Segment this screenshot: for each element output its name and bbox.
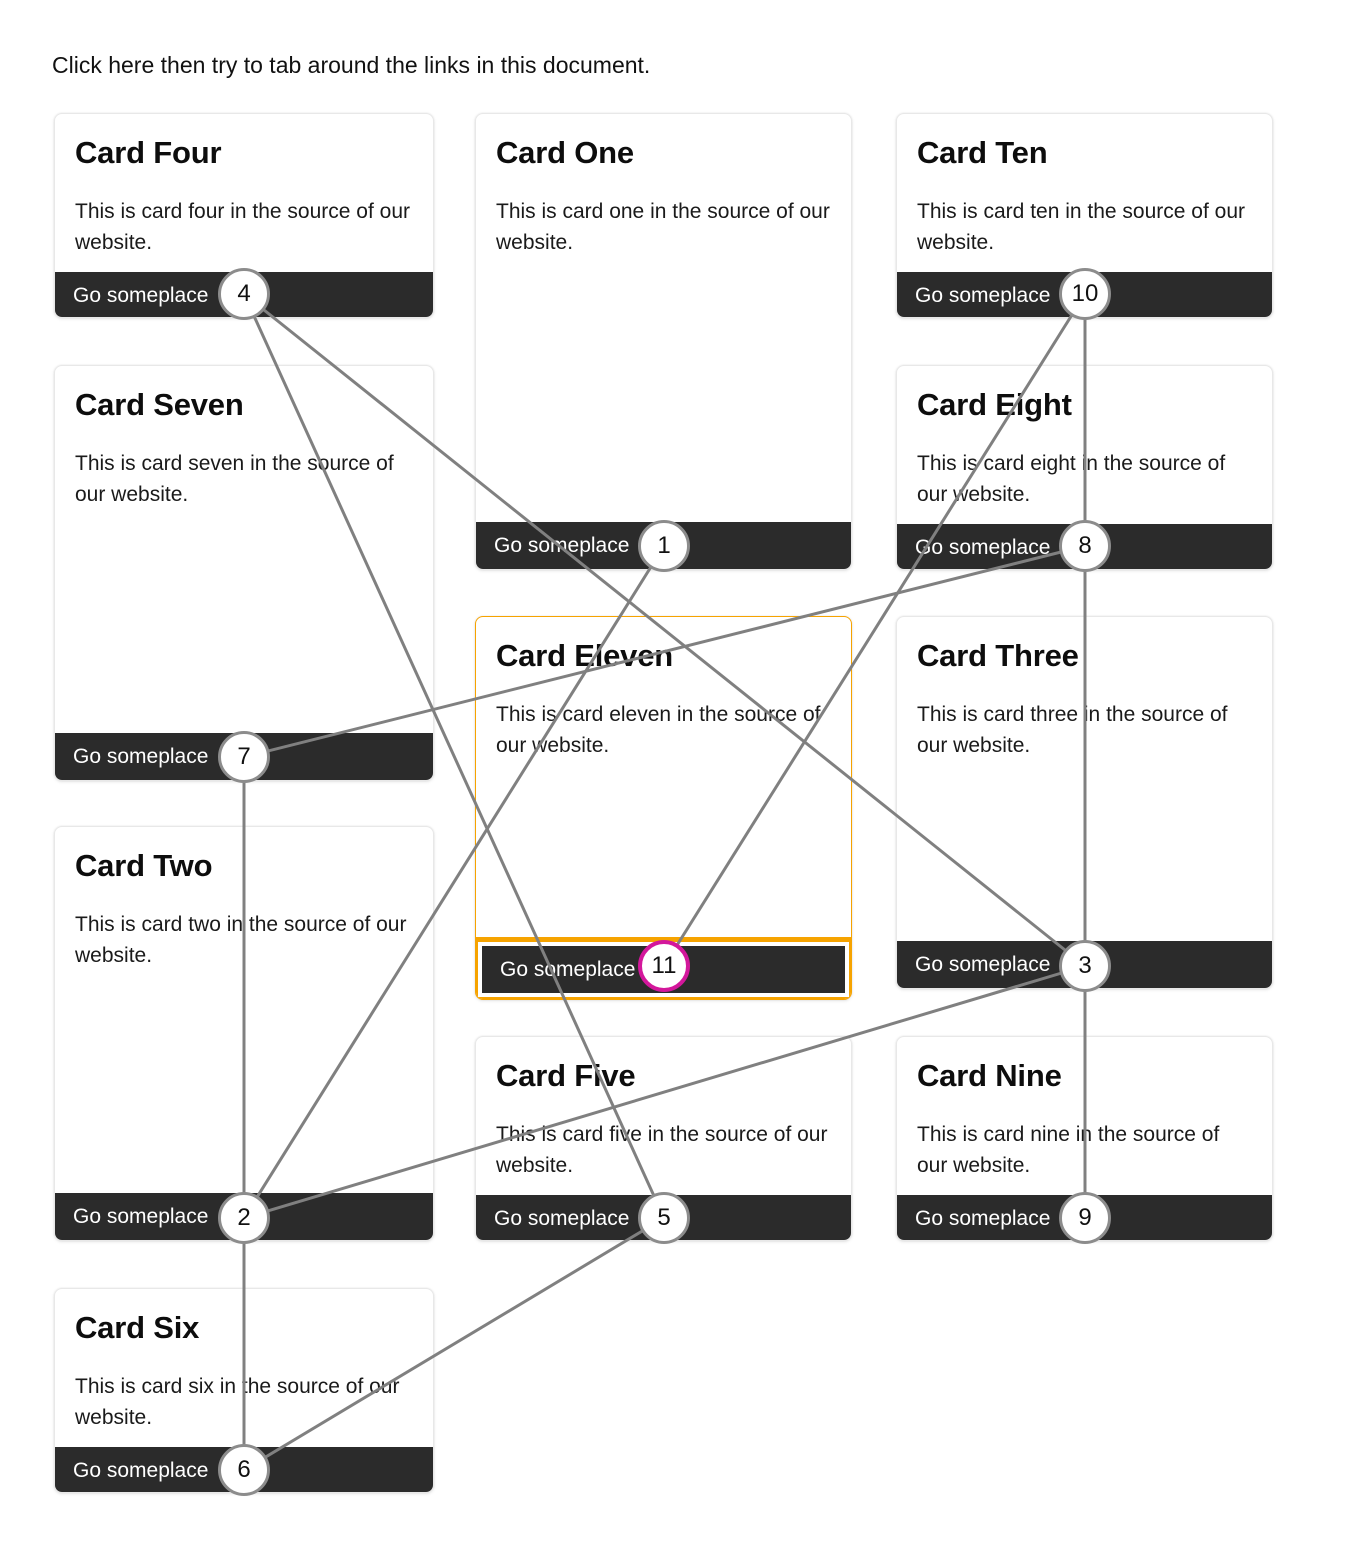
card-title: Card Two [75,848,213,883]
card-description: This is card eleven in the source of our… [496,703,821,757]
tab-marker-1: 1 [638,520,690,572]
card-description: This is card eight in the source of our … [917,452,1226,506]
card-title: Card Seven [75,387,244,422]
card-title: Card Ten [917,135,1048,170]
tab-marker-5: 5 [638,1192,690,1244]
tab-marker-3: 3 [1059,940,1111,992]
card-description: This is card seven in the source of our … [75,452,394,506]
tab-marker-2: 2 [218,1192,270,1244]
card-title: Card One [496,135,634,170]
card-description: This is card four in the source of our w… [75,200,410,254]
card-title: Card Five [496,1058,636,1093]
card-description: This is card nine in the source of our w… [917,1123,1220,1177]
card-title: Card Eleven [496,638,673,673]
card-description: This is card ten in the source of our we… [917,200,1245,254]
card-title: Card Eight [917,387,1072,422]
tab-marker-10: 10 [1059,268,1111,320]
card-title: Card Four [75,135,222,170]
tab-marker-6: 6 [218,1444,270,1496]
card-title: Card Three [917,638,1079,673]
tab-marker-7: 7 [218,731,270,783]
card-description: This is card three in the source of our … [917,703,1228,757]
tab-marker-4: 4 [218,268,270,320]
tab-marker-9: 9 [1059,1192,1111,1244]
card-title: Card Nine [917,1058,1062,1093]
card-title: Card Six [75,1310,200,1345]
card-description: This is card two in the source of our we… [75,913,407,967]
tab-marker-11: 11 [638,940,690,992]
card-description: This is card six in the source of our we… [75,1375,400,1429]
card-description: This is card one in the source of our we… [496,200,830,254]
card-description: This is card five in the source of our w… [496,1123,828,1177]
tab-marker-8: 8 [1059,520,1111,572]
page-intro-text: Click here then try to tab around the li… [52,52,651,78]
